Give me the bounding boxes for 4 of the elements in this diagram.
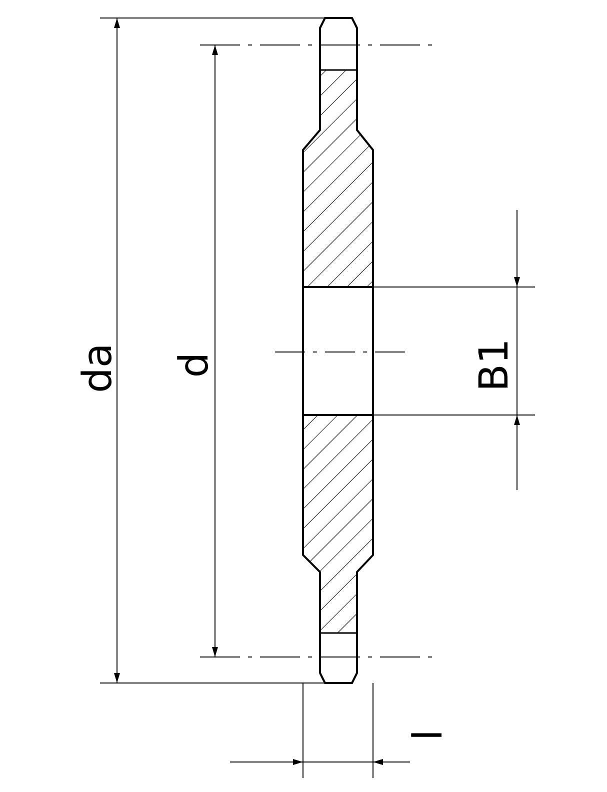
dimension-label: l (408, 729, 448, 741)
dimension-label: d (174, 352, 214, 378)
dimension-label: B1 (474, 338, 514, 392)
dimension-label: da (78, 343, 118, 393)
